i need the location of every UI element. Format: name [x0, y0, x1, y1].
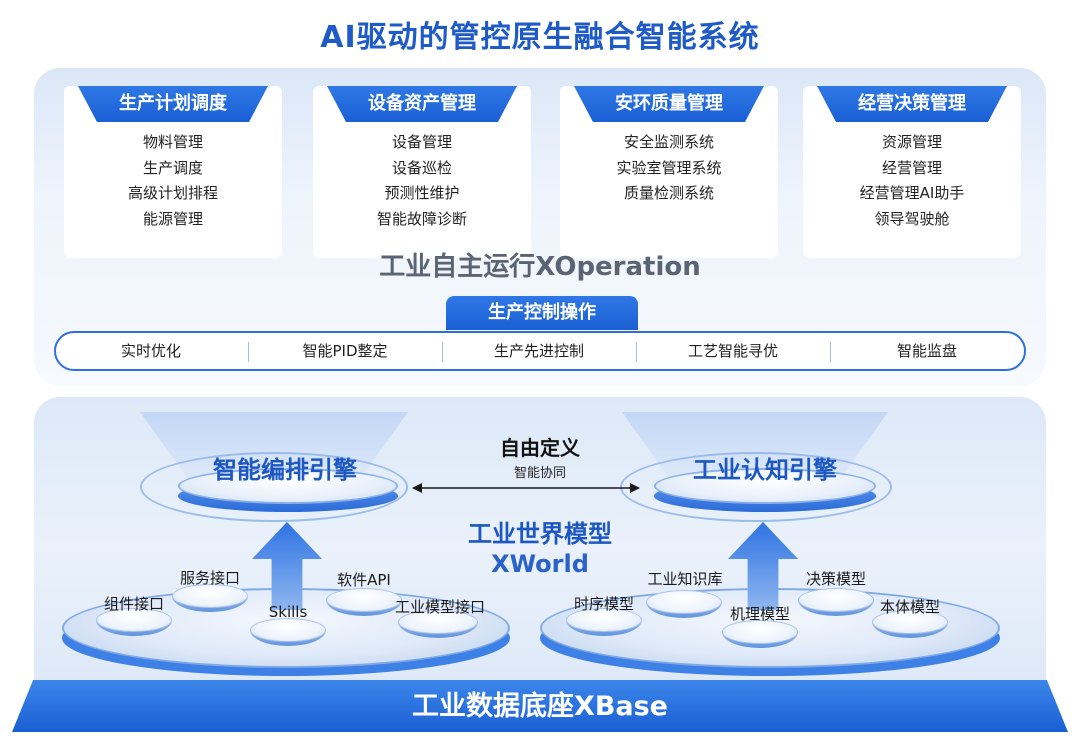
node-service-interface: 服务接口 [179, 569, 240, 587]
module-card-safety-quality: 安环质量管理 安全监测系统 实验室管理系统 质量检测系统 [560, 86, 778, 258]
node-puck [798, 588, 874, 612]
node-puck [250, 618, 326, 642]
control-bar [54, 331, 1026, 371]
bidirectional-arrow-icon [412, 483, 640, 493]
control-item: 实时优化 [120, 342, 181, 360]
right-engine-disk [654, 468, 876, 504]
node-puck [872, 610, 948, 634]
module-title: 安环质量管理 [574, 86, 764, 122]
module-title: 经营决策管理 [817, 86, 1007, 122]
world-model-title: 工业世界模型 [468, 520, 612, 548]
module-item: 智能故障诊断 [376, 209, 467, 228]
control-item: 生产先进控制 [493, 342, 584, 360]
module-card-equipment: 设备资产管理 设备管理 设备巡检 预测性维护 智能故障诊断 [313, 86, 531, 258]
divider [248, 342, 249, 362]
divider [830, 342, 831, 362]
module-item: 经营管理 [881, 158, 942, 177]
control-title: 生产控制操作 [446, 296, 638, 330]
control-item: 智能PID整定 [302, 342, 388, 360]
module-item: 物料管理 [142, 133, 203, 151]
node-component-interface: 组件接口 [103, 595, 164, 613]
node-puck [722, 620, 798, 644]
custom-define-label: 自由定义 [500, 436, 580, 460]
module-item: 设备管理 [391, 133, 452, 151]
module-item: 生产调度 [142, 158, 203, 177]
module-item: 安全监测系统 [623, 133, 714, 151]
left-engine-disk [178, 468, 398, 504]
node-skills: Skills [268, 603, 308, 621]
node-puck [172, 584, 248, 608]
node-time-series-model: 时序模型 [573, 595, 634, 613]
node-industrial-model-interface: 工业模型接口 [394, 598, 485, 616]
node-decision-model: 决策模型 [805, 570, 866, 588]
node-puck [646, 590, 722, 614]
xbase-label: 工业数据底座XBase [412, 691, 668, 722]
collaboration-label: 智能协同 [513, 466, 566, 481]
node-mechanism-model: 机理模型 [729, 605, 790, 623]
page-title: AI驱动的管控原生融合智能系统 [320, 20, 760, 55]
module-item: 质量检测系统 [623, 184, 714, 202]
module-item: 高级计划排程 [127, 184, 218, 202]
module-card-decision: 经营决策管理 资源管理 经营管理 经营管理AI助手 领导驾驶舱 [803, 86, 1021, 258]
xbase-bar [12, 680, 1068, 732]
module-item: 设备巡检 [391, 158, 452, 177]
control-item: 智能监盘 [896, 342, 957, 360]
node-knowledge-base: 工业知识库 [647, 570, 723, 588]
node-puck [566, 608, 642, 632]
node-puck [96, 608, 172, 632]
cognition-engine-label: 工业认知引擎 [693, 456, 837, 484]
module-item: 经营管理AI助手 [859, 184, 965, 202]
orchestration-engine-label: 智能编排引擎 [213, 456, 357, 484]
divider [636, 342, 637, 362]
module-card-planning: 生产计划调度 物料管理 生产调度 高级计划排程 能源管理 [64, 86, 282, 258]
module-item: 实验室管理系统 [616, 158, 722, 177]
right-engine-ring [620, 452, 892, 522]
node-puck [326, 588, 402, 612]
control-item: 工艺智能寻优 [687, 342, 778, 360]
divider [442, 342, 443, 362]
world-model-name: XWorld [491, 550, 589, 578]
module-item: 预测性维护 [384, 184, 460, 202]
module-item: 能源管理 [142, 209, 203, 228]
module-title: 生产计划调度 [78, 86, 268, 122]
module-item: 资源管理 [881, 133, 942, 151]
module-item: 领导驾驶舱 [874, 209, 950, 228]
left-engine-ring [140, 452, 408, 522]
module-title: 设备资产管理 [327, 86, 517, 122]
node-puck [398, 610, 478, 634]
node-software-api: 软件API [337, 571, 391, 589]
xoperation-label: 工业自主运行XOperation [379, 252, 701, 282]
node-ontology-model: 本体模型 [879, 598, 940, 616]
